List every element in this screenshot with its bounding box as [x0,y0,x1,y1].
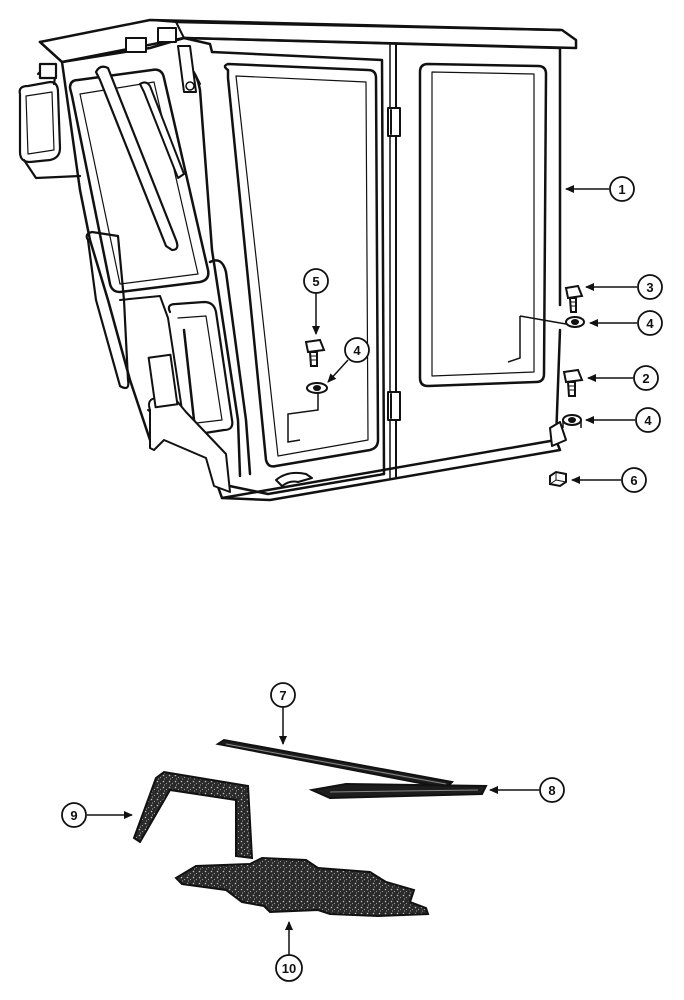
cab-door [210,50,386,496]
callout-5-label: 5 [312,274,319,289]
callout-4-lower: 4 [635,407,661,433]
callout-4-upper: 4 [637,310,663,336]
cab-front-frame [38,36,252,493]
callout-4-inner-label: 4 [353,343,361,358]
roof-bracket [125,37,147,53]
bolt-upper [564,284,584,313]
callout-8: 8 [539,777,565,803]
callout-5: 5 [303,268,329,294]
door-hinge-upper [387,107,401,137]
callout-2-label: 2 [642,371,649,386]
side-window [418,62,548,388]
cab-assembly [18,18,578,502]
door-hinge-lower [387,391,401,421]
callout-6: 6 [621,467,647,493]
callout-10-label: 10 [282,961,296,976]
callout-1: 1 [609,176,635,202]
bolt-lower [562,368,584,397]
washer-inner [306,382,328,394]
callout-4-lower-label: 4 [644,413,652,428]
callout-9-label: 9 [70,808,77,823]
callout-6-label: 6 [630,473,637,488]
side-mirror [18,62,82,180]
callout-10: 10 [275,954,303,982]
rear-mount-bracket [549,421,567,447]
callout-9: 9 [61,802,87,828]
callout-3-label: 3 [646,280,653,295]
washer-upper [565,316,585,328]
door-handle [275,471,313,487]
callout-7: 7 [270,682,296,708]
callout-4-inner: 4 [344,337,370,363]
callout-3: 3 [637,274,663,300]
bolt-inner [304,338,326,367]
cab-side-panel [182,36,562,502]
callout-2: 2 [633,365,659,391]
washer-lower [562,414,582,428]
callout-1-label: 1 [618,182,625,197]
callout-leaders [87,185,637,955]
install-location-lines [287,315,567,443]
seal-strip-long [215,738,455,790]
callout-7-label: 7 [279,688,286,703]
wiper-mount [157,27,177,43]
insulation-pad-arch [132,770,254,860]
seal-strip-short [308,782,488,800]
floor-mat [174,856,430,918]
callout-8-label: 8 [548,783,555,798]
callout-4-upper-label: 4 [646,316,654,331]
nut [549,470,567,488]
